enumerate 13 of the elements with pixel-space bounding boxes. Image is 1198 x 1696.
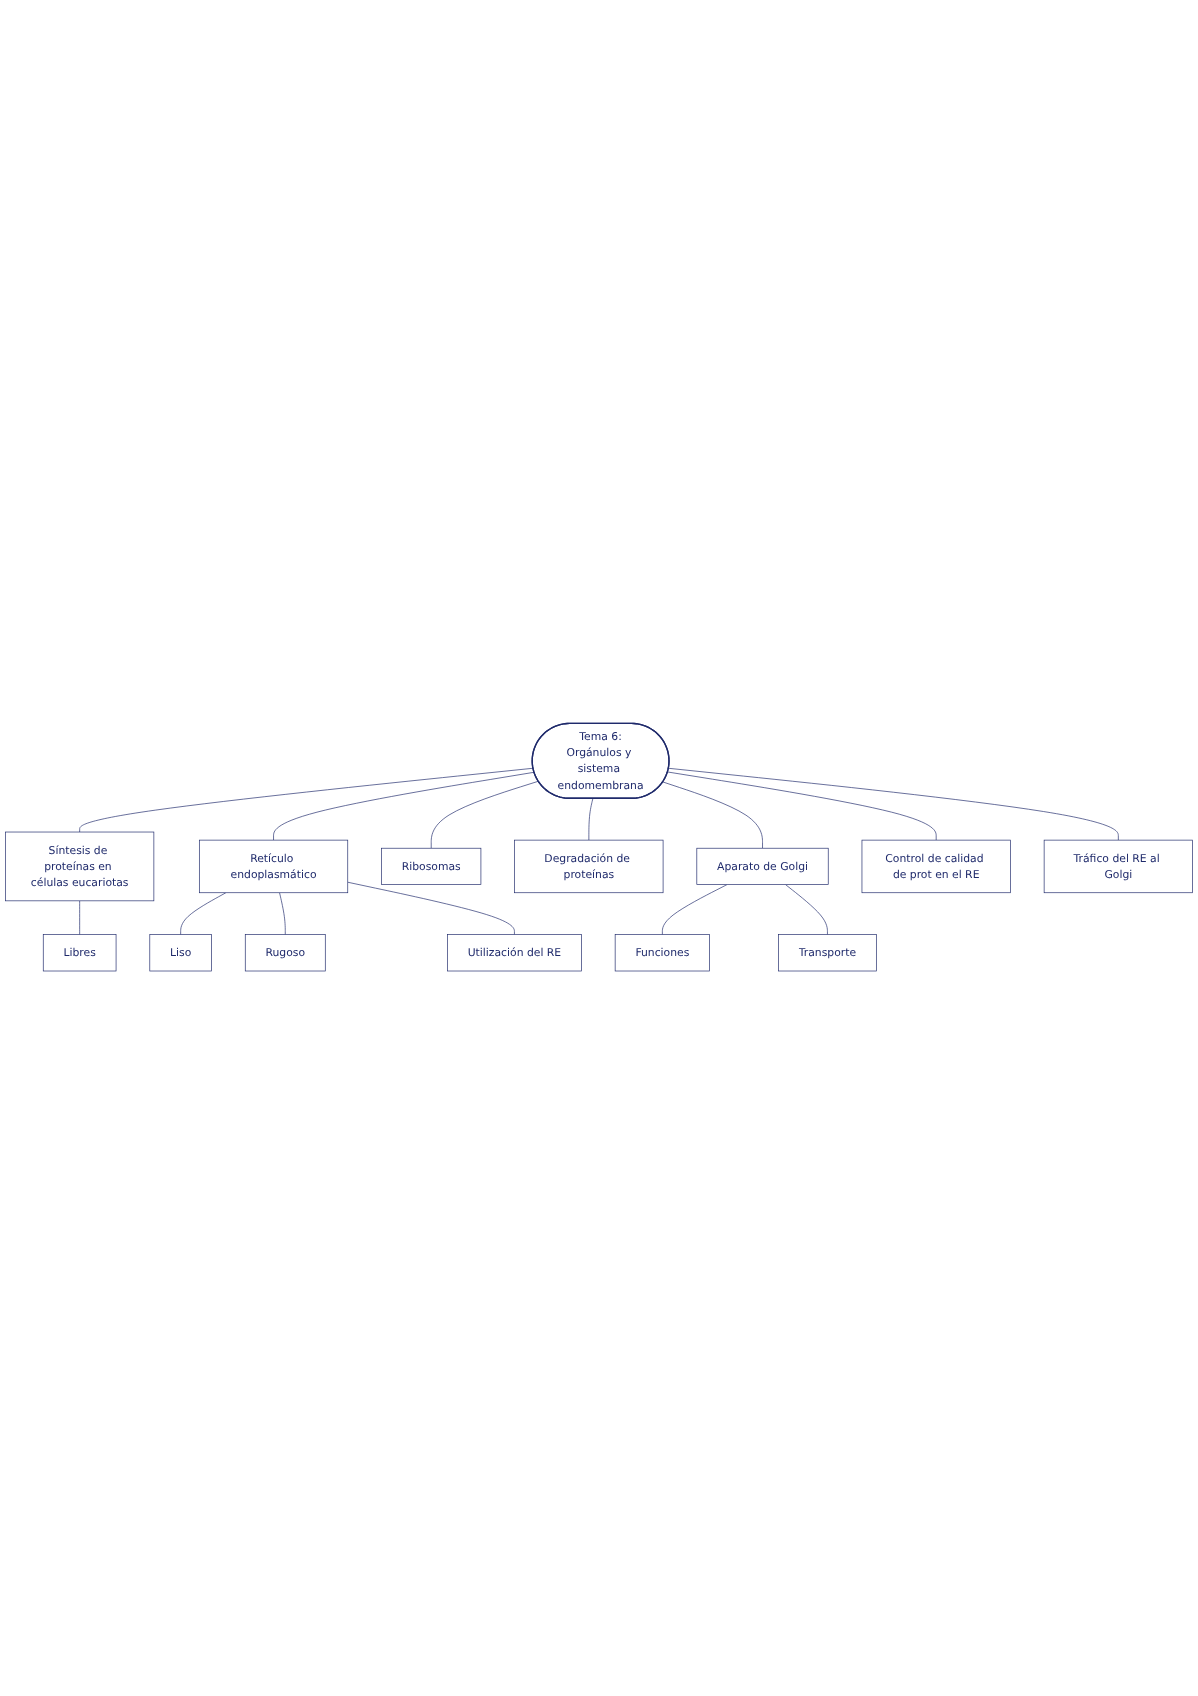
connector xyxy=(668,768,1119,842)
connector xyxy=(662,782,763,850)
connector xyxy=(430,781,539,850)
connector xyxy=(588,799,594,842)
connector xyxy=(79,901,80,936)
connector xyxy=(279,893,286,936)
connector xyxy=(662,885,728,936)
connector xyxy=(79,768,534,834)
connector xyxy=(785,885,828,936)
connector xyxy=(180,893,227,936)
connector xyxy=(667,772,937,842)
connector xyxy=(273,772,535,842)
connector xyxy=(347,882,515,936)
